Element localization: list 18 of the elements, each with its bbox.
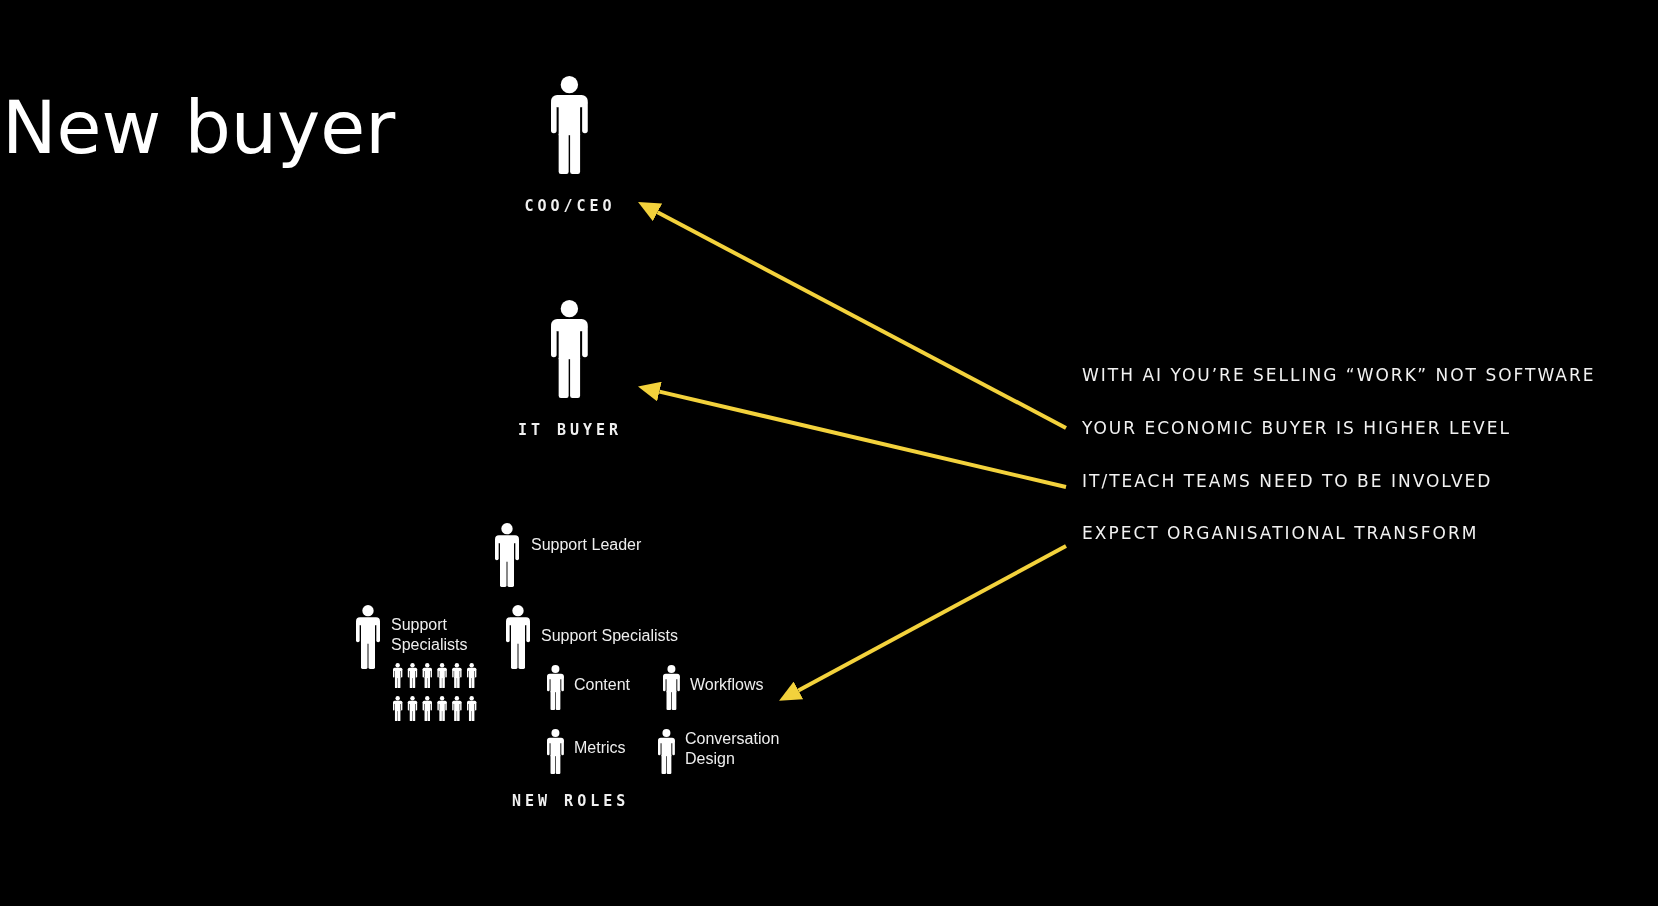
statement-text: YOUR ECONOMIC BUYER IS HIGHER LEVEL [1066, 415, 1511, 441]
role-label: Workflows [690, 675, 764, 695]
role-label: Support Specialists [391, 615, 469, 655]
role-label: Support Leader [531, 535, 642, 555]
slide-title: New buyer [2, 86, 396, 170]
arrow [638, 381, 1067, 489]
statement-text: WITH AI YOU’RE SELLING “WORK” NOT SOFTWARE [1082, 364, 1596, 387]
arrow [779, 544, 1067, 701]
role-label: Metrics [574, 738, 626, 758]
arrow [638, 202, 1067, 430]
role-label: COO/CEO [523, 196, 617, 216]
role-label: IT BUYER [516, 420, 624, 440]
role-label: Support Specialists [541, 626, 678, 646]
role-label: Conversation Design [685, 729, 781, 769]
group-caption: NEW ROLES [512, 791, 630, 811]
role-label: Content [574, 675, 631, 695]
statement-text: IT/TEACH TEAMS NEED TO BE INVOLVED [1066, 468, 1493, 494]
statement-text: EXPECT ORGANISATIONAL TRANSFORM [1066, 520, 1479, 546]
